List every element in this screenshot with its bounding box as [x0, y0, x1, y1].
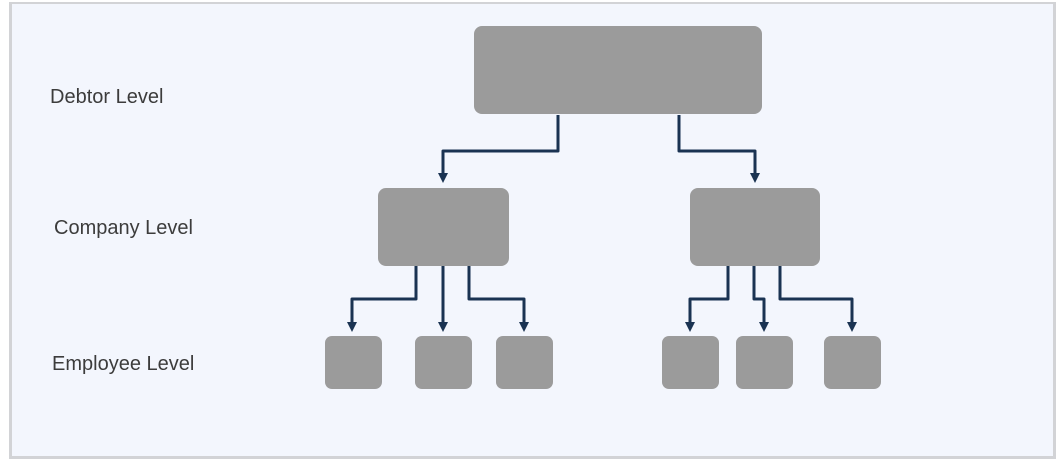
employee-level-label: Employee Level	[52, 353, 195, 375]
edge-company-left-to-employee-3	[467, 265, 529, 332]
employee-node-6	[824, 336, 881, 389]
edge-company-left-to-employee-1	[347, 265, 418, 332]
company-node-left	[378, 188, 509, 266]
edge-debtor-to-company-right	[677, 115, 760, 183]
debtor-node	[474, 26, 762, 114]
employee-node-1	[325, 336, 382, 389]
edge-company-right-to-employee-6	[778, 265, 857, 332]
edge-debtor-to-company-left	[438, 115, 560, 183]
employee-node-3	[496, 336, 553, 389]
edge-company-right-to-employee-4	[685, 265, 730, 332]
edge-company-right-to-employee-5	[752, 265, 769, 332]
employee-node-2	[415, 336, 472, 389]
employee-node-4	[662, 336, 719, 389]
employee-node-5	[736, 336, 793, 389]
company-level-label: Company Level	[54, 217, 193, 239]
company-node-right	[690, 188, 820, 266]
debtor-level-label: Debtor Level	[50, 86, 164, 108]
